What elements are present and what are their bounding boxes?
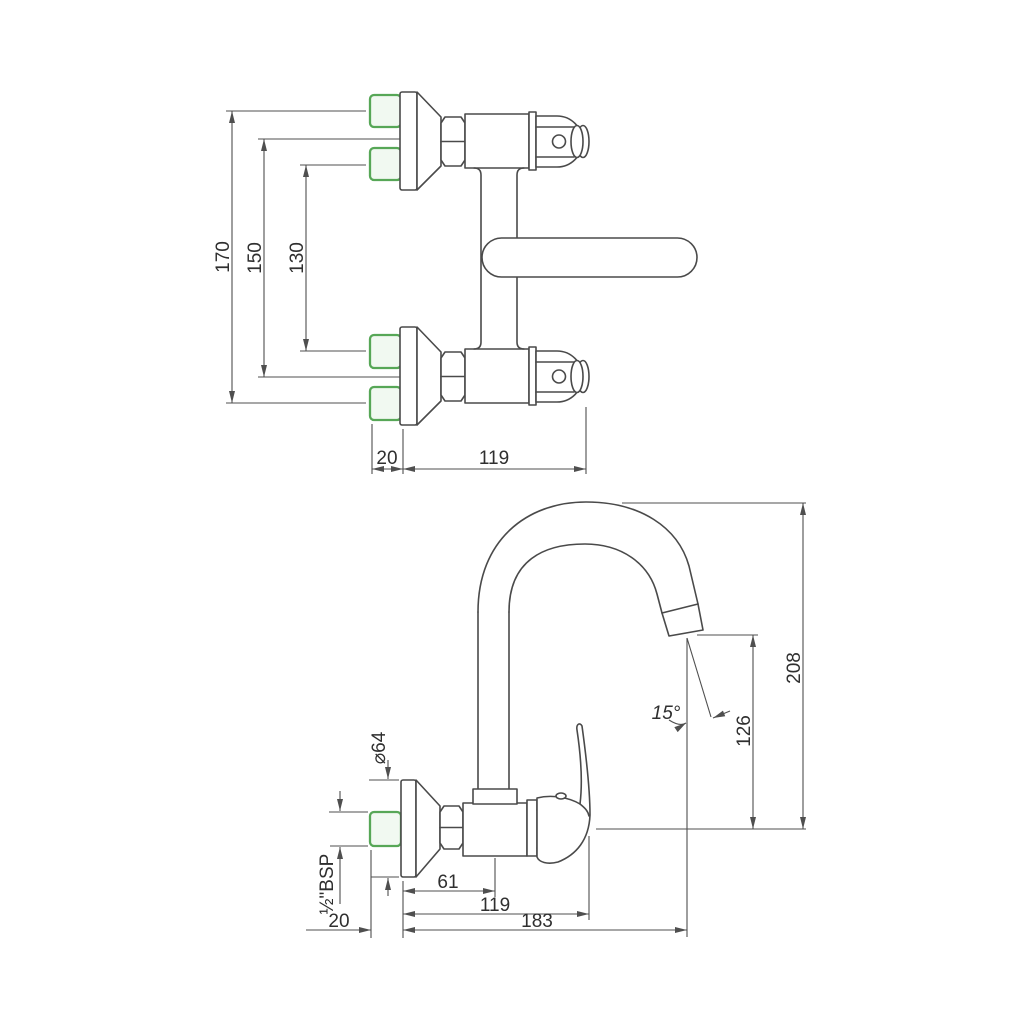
inlet-pipe-1: [368, 93, 403, 129]
riser-collar: [472, 788, 518, 805]
spout-plan: [481, 237, 698, 278]
flange-cone-1: [416, 91, 442, 191]
spout-aerator: [661, 603, 704, 637]
lever-screw-cap: [555, 792, 567, 800]
dim-label-thread: ½"BSP: [317, 854, 338, 915]
dim-label-208: 208: [784, 652, 805, 684]
flange-cone-2: [416, 326, 442, 426]
spindle-hole-1: [551, 134, 567, 149]
dim-label-61: 61: [437, 872, 458, 893]
inlet-pipe-4: [368, 385, 403, 422]
dim-label-130: 130: [287, 242, 308, 274]
cartridge-base: [526, 799, 538, 857]
side-view: ⌀64 ½"BSP 61 119 20 183: [306, 501, 806, 938]
valve-head-1: [528, 111, 590, 171]
spindle-hole-2: [551, 369, 567, 384]
angle-reference-line: [686, 637, 712, 718]
dim-label-150: 150: [245, 242, 266, 274]
dim-label-119-plan: 119: [479, 448, 509, 469]
valve-head-2: [528, 346, 590, 406]
valve-body-side: [462, 802, 528, 857]
wall-flange-plate-1: [399, 91, 418, 191]
valve-body-2: [464, 348, 530, 404]
dim-label-angle: 15°: [652, 703, 681, 724]
top-view: 170 150 130 20 119: [213, 91, 698, 474]
dim-label-126: 126: [734, 715, 755, 747]
swan-neck-outer: [477, 501, 699, 613]
valve-body-1: [464, 113, 530, 169]
connector-pipe-left-edge: [473, 167, 482, 350]
mixer-body-side: [368, 501, 704, 878]
inlet-pipe-side: [368, 810, 403, 848]
dim-label-170: 170: [213, 241, 234, 273]
flange-cone-side: [415, 779, 441, 878]
dim-label-119-side: 119: [480, 895, 510, 916]
wall-flange-plate-side: [400, 779, 417, 878]
mixer-body-plan: [399, 91, 698, 426]
swan-neck-inner: [508, 543, 663, 614]
inlet-pipe-3: [368, 333, 403, 370]
inlet-pipes-plan: [368, 93, 403, 422]
inlet-pipe-2: [368, 146, 403, 182]
wall-flange-plate-2: [399, 326, 418, 426]
dim-label-183: 183: [521, 911, 553, 932]
dim-label-20-side: 20: [328, 911, 349, 932]
dimensions-plan: 170 150 130 20 119: [213, 110, 587, 474]
dim-label-20-plan: 20: [376, 448, 397, 469]
dim-label-diameter: ⌀64: [369, 731, 390, 764]
dimensions-side: ⌀64 ½"BSP 61 119 20 183: [306, 502, 806, 938]
